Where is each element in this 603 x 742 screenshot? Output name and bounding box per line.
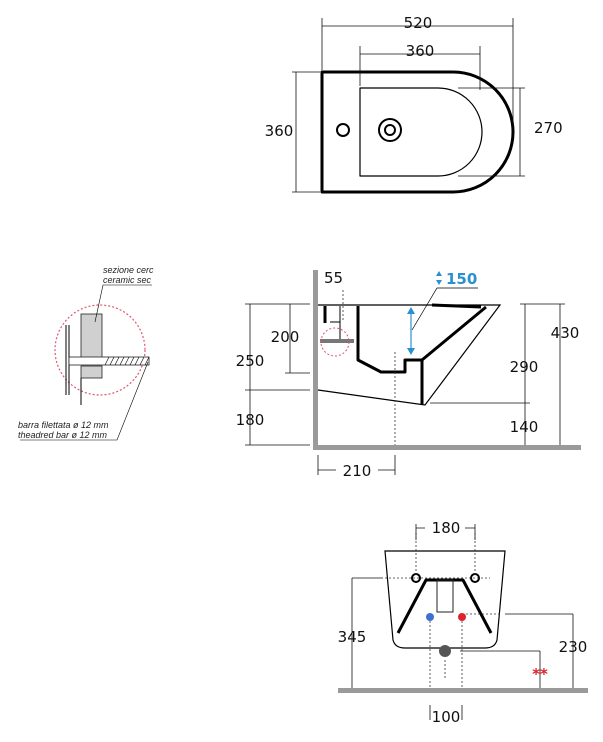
- cold-water-icon: [426, 613, 434, 621]
- dim-width: 520: [404, 14, 433, 32]
- front-view: 180 345 230 ** 100: [338, 519, 588, 726]
- dim-inner-width: 360: [406, 42, 435, 60]
- dim-supply-height: 230: [559, 638, 588, 656]
- drain-icon: [439, 645, 451, 657]
- label-bar-en: theadred bar ø 12 mm: [18, 430, 108, 440]
- dim-fixing-height: 200: [271, 328, 300, 346]
- wall: [313, 270, 318, 450]
- floor-front: [338, 688, 588, 693]
- dim-total-height: 430: [551, 324, 580, 342]
- dim-supply-spacing: 100: [432, 708, 461, 726]
- hot-water-icon: [458, 613, 466, 621]
- dim-fixing-spacing: 180: [432, 519, 461, 537]
- dim-fixing-from-floor: 180: [236, 411, 265, 429]
- fixing-detail: sezione cerc ceramic sec barra filettata…: [18, 265, 154, 441]
- dim-tap-offset: 55: [324, 269, 343, 287]
- dim-fixing-from-top: 250: [236, 352, 265, 370]
- dim-bottom-clearance: 140: [510, 418, 539, 436]
- adjust-arrows-icon: [436, 271, 442, 285]
- top-view: 520 360 360 270: [265, 14, 563, 194]
- tap-hole: [336, 123, 350, 137]
- dim-depth: 360: [265, 122, 294, 140]
- dim-fixing-height-front: 345: [338, 628, 367, 646]
- label-bar-it: barra filettata ø 12 mm: [18, 420, 109, 430]
- dim-front-height: 290: [510, 358, 539, 376]
- top-basin: [359, 87, 483, 177]
- dim-basin-depth: 150: [446, 270, 477, 288]
- floor-note: **: [532, 665, 548, 683]
- drain-hole: [378, 118, 402, 142]
- label-section-it: sezione cerc: [103, 265, 154, 275]
- dim-drain-distance: 210: [343, 462, 372, 480]
- side-view: 55 150 200 250 180 430 290 140 210: [236, 269, 581, 480]
- floor: [313, 445, 581, 450]
- dim-inner-depth: 270: [534, 119, 563, 137]
- label-section-en: ceramic sec: [103, 275, 152, 285]
